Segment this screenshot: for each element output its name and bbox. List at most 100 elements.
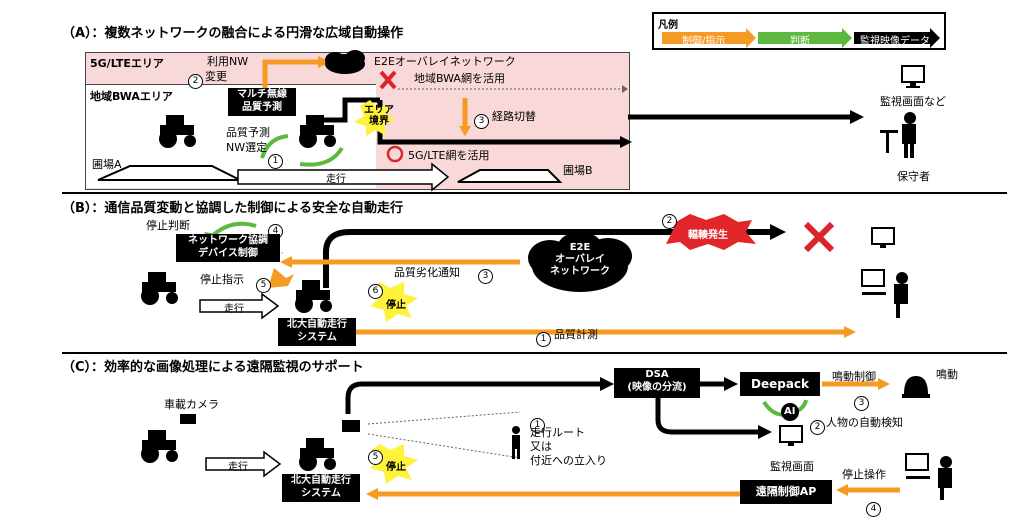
red-x-icon (379, 70, 397, 90)
legend-video-label: 監視映像データ (860, 36, 930, 47)
camera-icon-c2 (342, 420, 360, 432)
legend-judge-label: 判断 (790, 36, 810, 47)
alarm-label: 鳴動 (936, 368, 958, 381)
num-5-b: 5 (256, 278, 271, 293)
bwa-use-label: 地域BWA網を活用 (414, 72, 505, 85)
tractor-icon-c1 (141, 430, 178, 463)
monitor-icon-b1 (871, 227, 895, 248)
system-box-c: 北大自動走行 システム (282, 474, 360, 502)
area-border-label: エリア 境界 (364, 105, 394, 127)
travel-arrow-a (237, 162, 450, 192)
num-3-c: 3 (854, 396, 869, 411)
cloud-b (528, 232, 632, 292)
num-3-b: 3 (478, 269, 493, 284)
num-2-a: 2 (188, 74, 203, 89)
monitor-icon-a (901, 65, 925, 88)
quality-notice-label: 品質劣化通知 (394, 266, 460, 279)
num-2-b: 2 (662, 214, 677, 229)
red-circle-icon (386, 145, 404, 163)
legend-arrows (662, 28, 940, 48)
num-2-c: 2 (810, 420, 825, 435)
stop-judge-label: 停止判断 (146, 219, 190, 232)
camera-icon-c1 (180, 414, 196, 424)
red-x-icon-b (803, 221, 835, 253)
nw-change-arrow (262, 59, 318, 98)
tractor-icon-c2 (299, 438, 336, 471)
monitor-label-a: 監視画面など (880, 95, 946, 108)
lte-use-label: 5G/LTE網を活用 (408, 149, 490, 162)
nw-coop-box: ネットワーク協調 デバイス制御 (176, 234, 280, 262)
congestion-label: 輻輳発生 (688, 230, 728, 241)
route-c (345, 381, 600, 414)
route-switch-label: 経路切替 (492, 110, 536, 123)
field-b-label: 圃場B (563, 164, 593, 177)
travel-label-a: 走行 (326, 174, 346, 185)
route-b (323, 229, 770, 288)
nw-change-text: 利用NW (207, 55, 249, 68)
deepack-box: Deepack (740, 372, 820, 396)
multi-radio-box: マルチ無線 品質予測 (228, 88, 296, 116)
tractor-icon-b2 (295, 280, 332, 313)
quality-measure-label: 品質計測 (554, 328, 598, 341)
dsa-box: DSA (映像の分流) (614, 368, 700, 398)
travel-arrow-b (199, 292, 280, 320)
e2e-cloud-label: E2E オーバレイ ネットワーク (550, 242, 610, 277)
travel-label-c: 走行 (228, 462, 248, 473)
nw-select-label: NW選定 (226, 141, 268, 154)
tractor-icon-a1 (159, 115, 196, 148)
stop-label-c: 停止 (386, 462, 406, 473)
num-1-c: 1 (530, 418, 545, 433)
zone-bwa-label: 地域BWAエリア (90, 90, 173, 103)
field-a-label: 圃場A (92, 158, 122, 171)
field-b-shape (457, 169, 563, 183)
ai-label: AI (784, 406, 796, 417)
num-4-c: 4 (866, 502, 881, 517)
legend-title: 凡例 (658, 20, 678, 31)
maintainer-label: 保守者 (897, 170, 930, 183)
travel-arrow-c (205, 450, 282, 478)
monitor-icon-c (779, 425, 803, 446)
tractor-icon-a2 (299, 115, 336, 148)
operator-icon-a (880, 112, 916, 158)
system-box-b: 北大自動走行 システム (278, 318, 356, 346)
route-text: 走行ルート 又は 付近への立入り (530, 426, 607, 467)
green-curve-1 (260, 134, 289, 159)
num-3-a: 3 (474, 114, 489, 129)
remote-ctrl-box: 遠隔制御AP (740, 480, 832, 504)
separator-1 (62, 192, 1007, 194)
ai-icon (781, 403, 799, 421)
section-a-title: （A）：複数ネットワークの融合による円滑な広域自動操作 (62, 26, 404, 41)
monitor-label-c: 監視画面 (770, 460, 814, 473)
legend-control-arrow (662, 28, 756, 48)
tractor-icon-b1 (141, 272, 178, 305)
camera-label: 車載カメラ (164, 398, 219, 411)
num-5-c: 5 (368, 450, 383, 465)
num-1-b: 1 (536, 332, 551, 347)
travel-label-b: 走行 (224, 304, 244, 315)
stop-label-b: 停止 (386, 300, 406, 311)
num-6-b: 6 (368, 284, 383, 299)
detect-label: 人物の自動検知 (826, 416, 903, 429)
section-b-title: （B）：通信品質変動と協調した制御による安全な自動走行 (62, 201, 404, 216)
area-border-burst (354, 100, 396, 136)
num-1-a: 1 (268, 154, 283, 169)
alarm-ctrl-label: 鳴動制御 (832, 370, 876, 383)
congestion-burst (666, 214, 756, 250)
separator-2 (62, 352, 1007, 354)
stop-op-label: 停止操作 (842, 468, 886, 481)
nw-change-text2: 変更 (205, 70, 227, 83)
operator-icon-b (861, 269, 908, 318)
legend-judge-arrow (758, 28, 852, 48)
zone-lte-label: 5G/LTEエリア (90, 57, 164, 70)
green-curve-2 (299, 146, 344, 167)
legend: 凡例 制御/指示 判断 監視映像データ (652, 12, 946, 50)
section-c-title: （C）：効率的な画像処理による遠隔監視のサポート (62, 360, 364, 375)
field-a-shape (97, 165, 241, 181)
operator-icon-c (905, 453, 952, 500)
person-icon-c (512, 426, 520, 459)
stop-instr-arrow (268, 268, 294, 288)
legend-video-arrow (854, 28, 940, 48)
